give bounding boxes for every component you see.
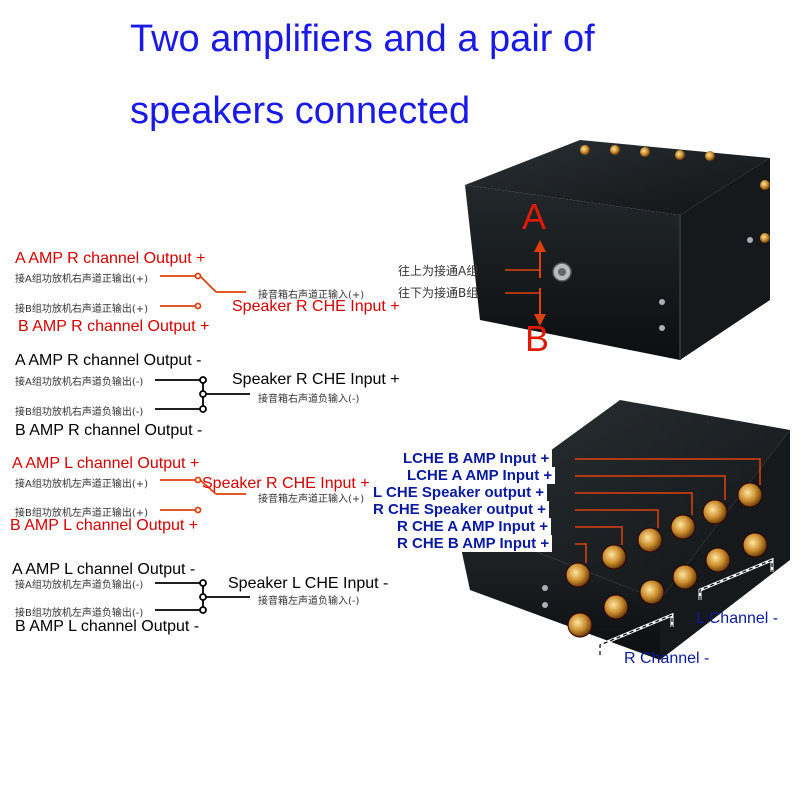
terminal-label-3: L CHE Speaker output +	[370, 484, 548, 501]
wiring-l-negative	[155, 579, 250, 614]
l-pos-b-cn: 接B组功放机左声道正输出(+)	[15, 508, 149, 519]
r-pos-a-label: A AMP R channel Output +	[15, 250, 206, 267]
l-channel-label: L Channel -	[696, 610, 779, 627]
r-neg-a-label: A AMP R channel Output -	[15, 352, 202, 369]
l-neg-speaker-label: Speaker L CHE Input -	[228, 575, 389, 592]
l-neg-b-cn: 接B组功放机左声道负输出(-)	[15, 608, 144, 619]
r-pos-speaker-label: Speaker R CHE Input +	[232, 298, 400, 315]
r-pos-speaker-cn: 接音箱右声道正输入(+)	[258, 290, 365, 301]
terminal-label-1: LCHE B AMP Input +	[400, 450, 553, 467]
terminal-label-6: R CHE B AMP Input +	[394, 535, 553, 552]
r-neg-a-cn: 接A组功放机右声道负输出(-)	[15, 377, 144, 388]
r-neg-b-label: B AMP R channel Output -	[15, 422, 203, 439]
wiring-l-positive	[160, 476, 246, 514]
r-pos-b-label: B AMP R channel Output +	[18, 318, 210, 335]
switch-box-illustration	[465, 140, 770, 360]
l-neg-a-label: A AMP L channel Output -	[12, 561, 196, 578]
l-pos-a-label: A AMP L channel Output +	[12, 455, 200, 472]
switch-up-note: 往上为接通A组	[398, 264, 479, 278]
switch-position-b: B	[525, 318, 550, 359]
wiring-r-negative	[155, 376, 250, 413]
r-neg-speaker-label: Speaker R CHE Input +	[232, 371, 400, 388]
l-pos-speaker-label: Speaker R CHE Input +	[202, 475, 370, 492]
r-channel-label: R Channel -	[624, 650, 710, 667]
r-pos-b-cn: 接B组功放机右声道正输出(+)	[15, 304, 149, 315]
l-neg-speaker-cn: 接音箱左声道负输入(-)	[258, 596, 360, 607]
title-line-1: Two amplifiers and a pair of	[130, 18, 595, 60]
l-pos-b-label: B AMP L channel Output +	[10, 517, 199, 534]
terminal-label-5: R CHE A AMP Input +	[394, 518, 551, 535]
r-pos-a-cn: 接A组功放机右声道正输出(+)	[15, 274, 149, 285]
l-pos-speaker-cn: 接音箱左声道正输入(+)	[258, 494, 365, 505]
terminal-label-2: LCHE A AMP Input +	[404, 467, 556, 484]
r-neg-b-cn: 接B组功放机右声道负输出(-)	[15, 407, 144, 418]
title-line-2: speakers connected	[130, 90, 471, 132]
wiring-r-positive	[160, 272, 246, 310]
terminal-label-4: R CHE Speaker output +	[370, 501, 549, 518]
l-neg-b-label: B AMP L channel Output -	[15, 618, 200, 635]
l-neg-a-cn: 接A组功放机左声道负输出(-)	[15, 580, 144, 591]
r-neg-speaker-cn: 接音箱右声道负输入(-)	[258, 394, 360, 405]
switch-position-a: A	[522, 196, 547, 237]
switch-down-note: 往下为接通B组	[398, 286, 479, 300]
l-pos-a-cn: 接A组功放机左声道正输出(+)	[15, 479, 149, 490]
